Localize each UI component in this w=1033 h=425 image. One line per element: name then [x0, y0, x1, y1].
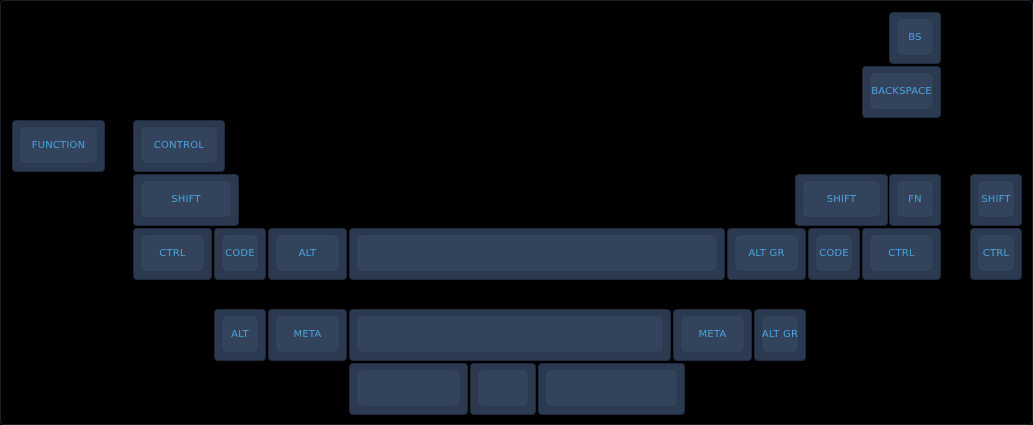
key-meta-left[interactable]: META — [268, 309, 347, 361]
key-legend: FUNCTION — [31, 139, 86, 151]
key-legend: CONTROL — [153, 139, 205, 151]
key-shift-left[interactable]: SHIFT — [133, 174, 239, 226]
key-legend: BACKSPACE — [871, 85, 932, 97]
key-alt-gr-top[interactable]: ALT GR — [727, 228, 806, 280]
key-legend: CODE — [225, 247, 255, 259]
key-ctrl-right[interactable]: CTRL — [862, 228, 941, 280]
key-spacebar-bottom[interactable] — [349, 309, 671, 361]
key-backspace[interactable]: BACKSPACE — [862, 66, 941, 118]
key-legend: FN — [908, 193, 922, 205]
key-alt-gr-bottom[interactable]: ALT GR — [754, 309, 806, 361]
key-ctrl-far-right[interactable]: CTRL — [970, 228, 1022, 280]
key-fn[interactable]: FN — [889, 174, 941, 226]
key-legend: CTRL — [159, 247, 186, 259]
key-code-left[interactable]: CODE — [214, 228, 266, 280]
key-spacebar-top[interactable] — [349, 228, 725, 280]
key-split-space-middle[interactable] — [470, 363, 536, 415]
key-split-space-left[interactable] — [349, 363, 468, 415]
key-shift-far-right[interactable]: SHIFT — [970, 174, 1022, 226]
key-ctrl-left[interactable]: CTRL — [133, 228, 212, 280]
key-legend: ALT — [298, 247, 317, 259]
key-control[interactable]: CONTROL — [133, 120, 225, 172]
key-legend: SHIFT — [171, 193, 201, 205]
key-legend: META — [698, 328, 727, 340]
key-legend: CTRL — [888, 247, 915, 259]
key-legend: CTRL — [982, 247, 1010, 259]
key-legend: META — [293, 328, 322, 340]
key-legend: SHIFT — [981, 193, 1011, 205]
key-alt-left[interactable]: ALT — [268, 228, 347, 280]
key-legend: BS — [908, 31, 922, 43]
key-legend: ALT — [231, 328, 249, 340]
key-legend: ALT GR — [748, 247, 785, 259]
key-legend: ALT GR — [761, 328, 799, 340]
key-function[interactable]: FUNCTION — [12, 120, 105, 172]
key-code-right[interactable]: CODE — [808, 228, 860, 280]
key-shift-right[interactable]: SHIFT — [795, 174, 888, 226]
key-alt-bottom[interactable]: ALT — [214, 309, 266, 361]
key-split-space-right[interactable] — [538, 363, 685, 415]
key-legend: CODE — [819, 247, 849, 259]
key-legend: SHIFT — [826, 193, 857, 205]
key-bs[interactable]: BS — [889, 12, 941, 64]
key-meta-right[interactable]: META — [673, 309, 752, 361]
